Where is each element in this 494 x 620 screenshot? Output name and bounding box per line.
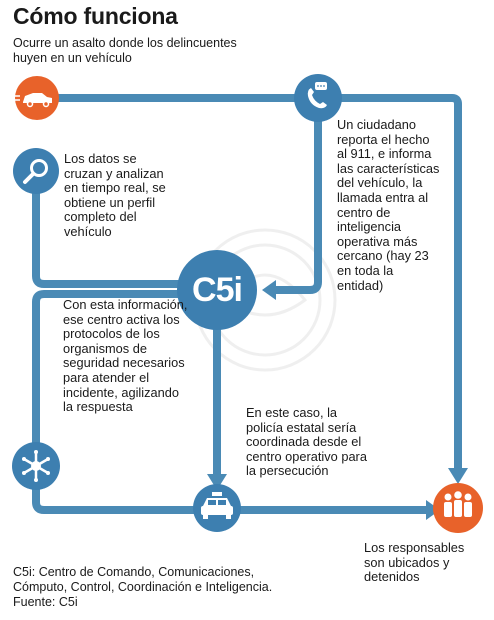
- arrowhead-police: [207, 474, 227, 490]
- car-icon: [12, 76, 59, 120]
- arrow-c5i-to-agency: [32, 290, 182, 448]
- footer-source: Fuente: C5i: [13, 595, 78, 609]
- arrowhead-outcome-left: [426, 500, 440, 520]
- step-protocols-text: Con esta información, ese centro activa …: [63, 297, 188, 415]
- step-data-text: Los datos se cruzan y analizan en tiempo…: [64, 151, 166, 239]
- arrow-call-to-c5i: [274, 115, 322, 294]
- magnifier-icon: [13, 148, 59, 194]
- subtitle: Ocurre un asalto donde los delincuentes …: [13, 36, 237, 65]
- sheriff-star-icon: [12, 442, 60, 490]
- step-call-text: Un ciudadano reporta el hecho al 911, e …: [337, 117, 440, 293]
- arrow-call-to-outcome: [318, 94, 462, 470]
- c5i-label: C5i: [192, 270, 243, 309]
- step-police-text: En este caso, la policía estatal sería c…: [246, 405, 367, 479]
- arrowhead-outcome-top: [448, 468, 468, 484]
- footer-definition-line1: C5i: Centro de Comando, Comunicaciones,: [13, 565, 255, 579]
- arrow-data-to-c5i: [32, 190, 182, 288]
- phone-icon: [294, 74, 342, 122]
- c5i-node: [177, 250, 257, 330]
- police-car-icon: [193, 484, 241, 532]
- people-icon: [433, 483, 483, 533]
- footer-definition-line2: Cómputo, Control, Coordinación e Intelig…: [13, 580, 273, 594]
- footer-notes: C5i: Centro de Comando, Comunicaciones, …: [13, 565, 272, 610]
- step-outcome-text: Los responsables son ubicados y detenido…: [364, 540, 465, 585]
- arrow-agency-to-outcome: [32, 470, 428, 514]
- arrowhead-c5i-right: [262, 280, 276, 300]
- page-title: Cómo funciona: [13, 3, 178, 29]
